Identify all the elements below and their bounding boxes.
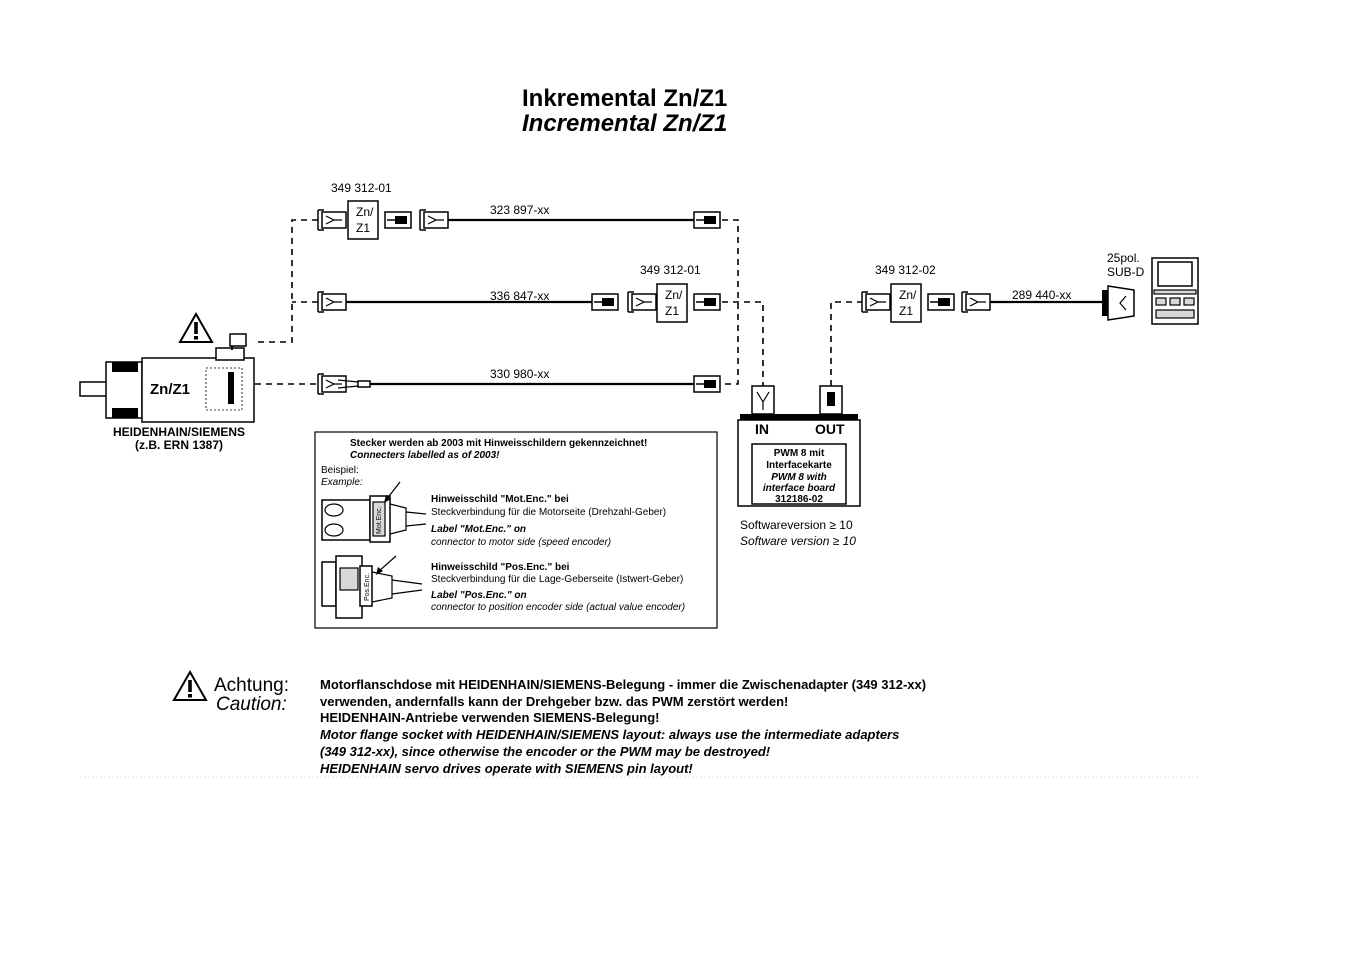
female-connector-icon <box>419 209 449 231</box>
pwm-out-label: OUT <box>815 421 845 437</box>
motor-maker: HEIDENHAIN/SIEMENS <box>113 425 245 439</box>
adapter-upper-part: 349 312-01 <box>331 181 392 195</box>
adapter-right-part: 349 312-02 <box>875 263 936 277</box>
cable-upper-label: 323 897-xx <box>490 203 549 217</box>
note-box: Stecker werden ab 2003 mit Hinweisschild… <box>314 431 718 629</box>
arrow-icon <box>384 495 391 503</box>
adapter-right: 349 312-02 Zn/ Z1 <box>861 263 955 323</box>
title-de: Inkremental Zn/Z1 <box>522 85 727 112</box>
pwm-de-1: PWM 8 mit <box>774 448 825 459</box>
subd-line2: SUB-D <box>1107 265 1145 279</box>
note-heading-de: Stecker werden ab 2003 mit Hinweisschild… <box>350 438 647 449</box>
pos-title-de: Hinweisschild "Pos.Enc." bei <box>431 562 570 573</box>
caution-line-2: verwenden, andernfalls kann der Drehgebe… <box>320 694 788 709</box>
mot-title-en: Label "Mot.Enc." on <box>431 524 526 535</box>
adapter-upper: 349 312-01 Zn/ Z1 <box>317 181 412 240</box>
dashed-wiring <box>255 219 862 386</box>
cable-middle: 336 847-xx <box>317 289 619 313</box>
note-example-de: Beispiel: <box>321 465 359 476</box>
pwm-en-1: PWM 8 with <box>771 472 827 483</box>
pwm-software-de: Softwareversion ≥ 10 <box>740 518 853 532</box>
cable-middle-label: 336 847-xx <box>490 289 549 303</box>
adapter-middle-line1: Zn/ <box>665 288 683 302</box>
caution-label-en: Caution: <box>216 694 287 715</box>
female-connector-icon <box>317 291 347 313</box>
male-connector-icon <box>693 293 721 311</box>
motor-label: Zn/Z1 <box>150 381 190 398</box>
pwm-en-2: interface board <box>763 483 836 494</box>
arrow-icon <box>376 567 383 575</box>
cable-lower: 330 980-xx <box>317 367 721 395</box>
mot-tag: Mot.Enc. <box>376 506 383 534</box>
female-connector-icon <box>861 291 891 313</box>
motor-icon: Zn/Z1 <box>79 333 255 423</box>
pos-desc-de: Steckverbindung für die Lage-Geberseite … <box>431 574 683 585</box>
position-side-connector-icon: Pos.Enc. <box>321 555 423 619</box>
pwm-part: 312186-02 <box>775 494 823 505</box>
adapter-upper-line2: Z1 <box>356 221 370 235</box>
cable-right: 289 440-xx <box>961 288 1108 313</box>
adapter-icon <box>656 283 688 323</box>
female-connector-icon <box>317 209 347 231</box>
female-connector-icon <box>317 373 347 395</box>
pos-desc-en: connector to position encoder side (actu… <box>431 602 685 613</box>
motor-example: (z.B. ERN 1387) <box>135 438 223 452</box>
pwm-software-en: Software version ≥ 10 <box>740 534 856 548</box>
cable-lower-label: 330 980-xx <box>490 367 549 381</box>
male-connector-icon <box>384 211 412 229</box>
female-connector-icon <box>961 291 991 313</box>
adapter-upper-line1: Zn/ <box>356 205 374 219</box>
caution-label-de: Achtung: <box>214 675 289 696</box>
pos-tag: Pos.Enc. <box>364 573 371 601</box>
male-connector-icon <box>693 375 721 393</box>
mot-title-de: Hinweisschild "Mot.Enc." bei <box>431 494 569 505</box>
caution-line-6: HEIDENHAIN servo drives operate with SIE… <box>320 761 693 776</box>
caution-line-1: Motorflanschdose mit HEIDENHAIN/SIEMENS-… <box>320 677 926 692</box>
adapter-middle-part: 349 312-01 <box>640 263 701 277</box>
title-en: Incremental Zn/Z1 <box>522 110 727 137</box>
warning-triangle-icon <box>173 671 207 701</box>
motor-side-connector-icon: Mot.Enc. <box>321 481 427 543</box>
adapter-right-line2: Z1 <box>899 304 913 318</box>
cable-right-label: 289 440-xx <box>1012 288 1071 302</box>
subd-line1: 25pol. <box>1107 251 1140 265</box>
cable-upper: 323 897-xx <box>419 203 721 231</box>
pos-title-en: Label "Pos.Enc." on <box>431 590 527 601</box>
caution-line-5: (349 312-xx), since otherwise the encode… <box>320 744 771 759</box>
male-connector-icon <box>927 293 955 311</box>
control-unit-icon <box>1151 257 1199 325</box>
male-connector-icon <box>693 211 721 229</box>
female-connector-icon <box>627 291 657 313</box>
pwm-unit-icon: IN OUT PWM 8 mit Interfacekarte PWM 8 wi… <box>737 385 861 507</box>
caution-line-4: Motor flange socket with HEIDENHAIN/SIEM… <box>320 727 899 742</box>
male-connector-icon <box>591 293 619 311</box>
note-example-en: Example: <box>321 477 363 488</box>
caution-line-3: HEIDENHAIN-Antriebe verwenden SIEMENS-Be… <box>320 710 660 725</box>
subd-connector-icon <box>1102 285 1135 321</box>
adapter-middle-line2: Z1 <box>665 304 679 318</box>
pwm-de-2: Interfacekarte <box>766 460 832 471</box>
note-heading-en: Connecters labelled as of 2003! <box>350 450 500 461</box>
mot-desc-en: connector to motor side (speed encoder) <box>431 537 611 548</box>
adapter-middle: 349 312-01 Zn/ Z1 <box>627 263 721 323</box>
warning-triangle-icon <box>179 313 213 343</box>
pwm-in-label: IN <box>755 421 769 437</box>
mot-desc-de: Steckverbindung für die Motorseite (Dreh… <box>431 507 666 518</box>
adapter-right-line1: Zn/ <box>899 288 917 302</box>
adapter-icon <box>347 200 379 240</box>
adapter-icon <box>890 283 922 323</box>
